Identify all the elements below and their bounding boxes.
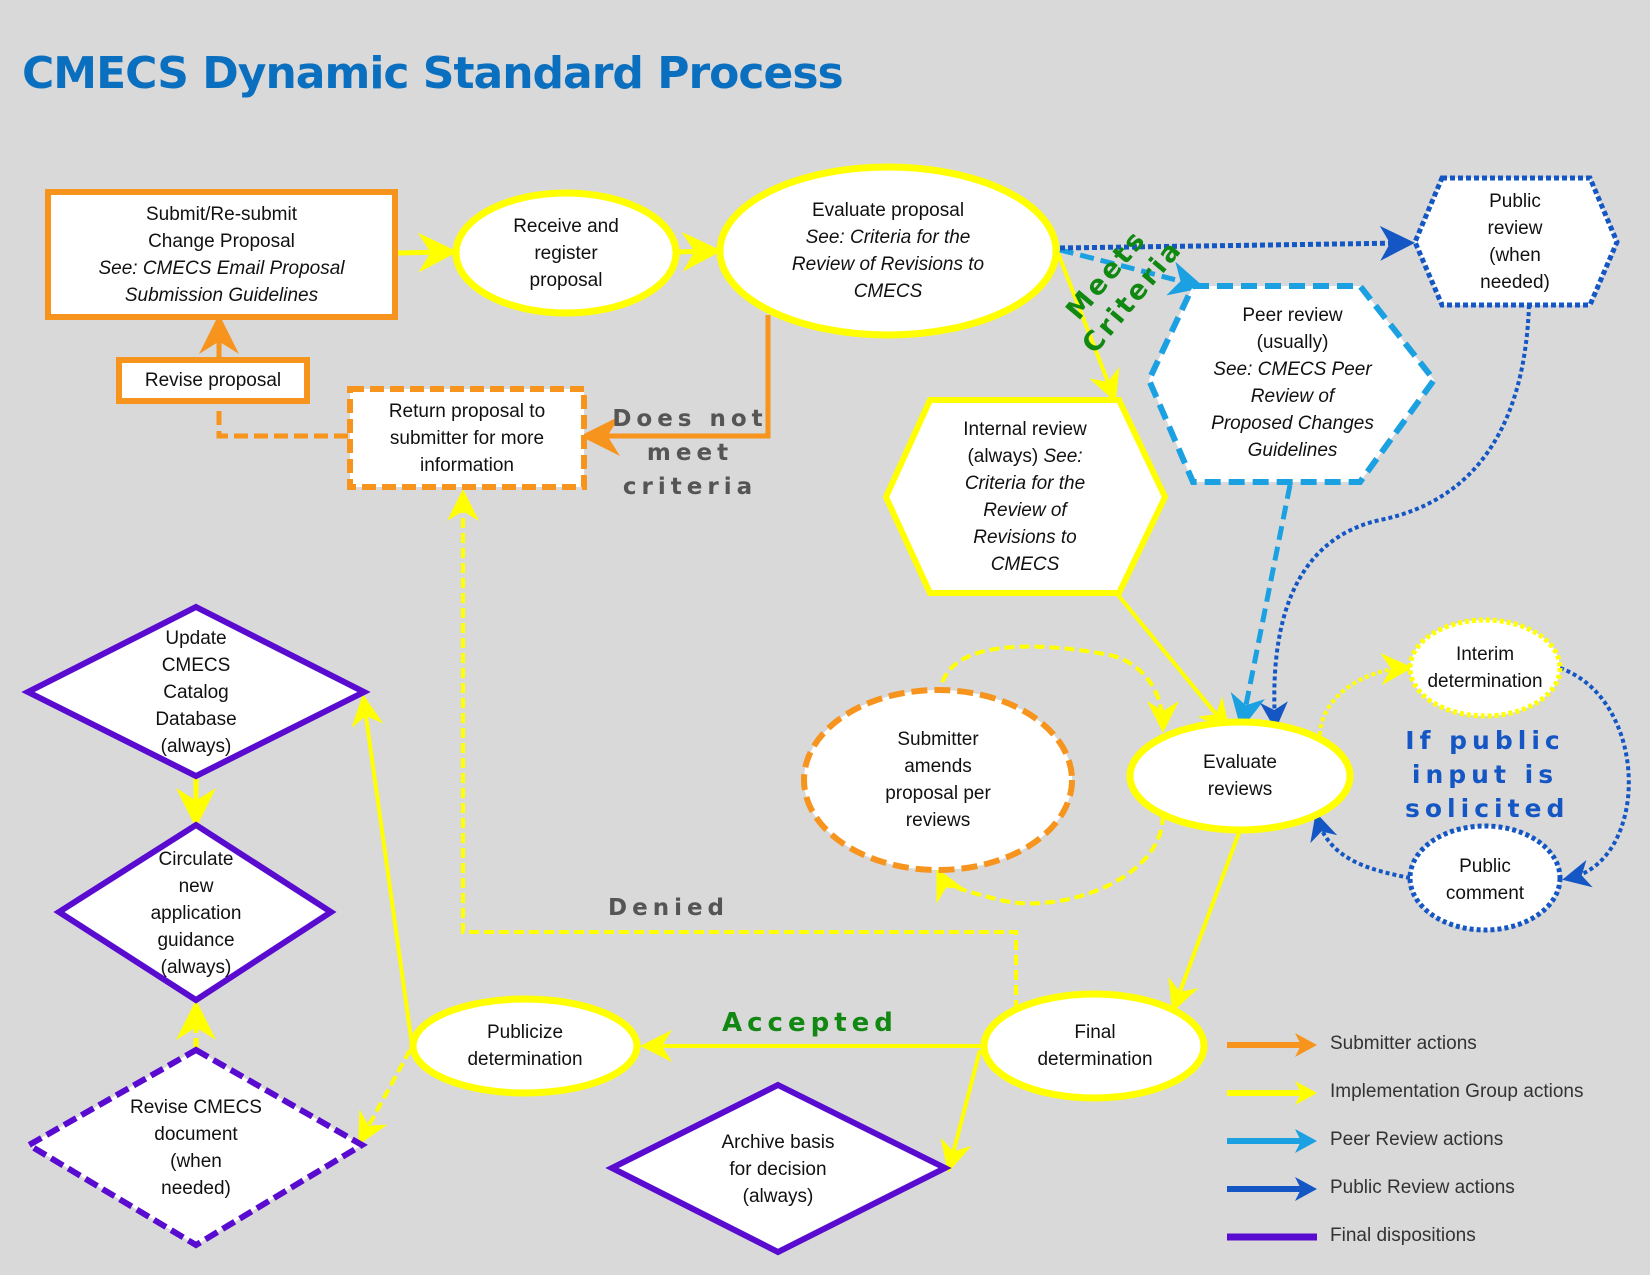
edge-to-peer-review (1059, 247, 1205, 296)
node-public-comment-shape (1407, 823, 1563, 933)
label-if-public-input: If public input is solicited (1405, 726, 1570, 823)
node-return-shape (347, 386, 587, 490)
node-submit-shape (45, 189, 398, 320)
node-return-proposal[interactable]: Return proposal to submitter for more in… (388, 400, 546, 476)
label-accepted: Accepted (722, 1008, 898, 1038)
page-title: CMECS Dynamic Standard Process (22, 48, 844, 99)
node-interim-determination[interactable]: Interim determination (1427, 644, 1543, 692)
dark-blue-arrow-icon (1227, 1177, 1317, 1201)
node-circulate-shape (53, 821, 337, 1004)
edge-does-not-meet (580, 315, 771, 456)
node-public-review-shape (1412, 175, 1620, 308)
edge-peer-to-eval-reviews (1230, 484, 1293, 730)
node-internal-review[interactable]: Internal review (always) See: Criteria f… (963, 419, 1087, 575)
node-publicize-shape (409, 995, 641, 1097)
legend-item-peer-review: Peer Review actions (1225, 1126, 1645, 1156)
edge-eval-to-amends (938, 644, 1179, 733)
edge-return-to-revise (216, 405, 348, 439)
edge-eval-to-interim (1318, 653, 1413, 736)
node-public-comment[interactable]: Public comment (1445, 856, 1525, 904)
edge-to-public-review (1059, 225, 1415, 261)
node-final-determination[interactable]: Final determination (1037, 1022, 1153, 1070)
edge-public-comment-to-eval (1310, 812, 1411, 880)
edge-publicize-to-update (351, 694, 414, 1046)
edges (176, 225, 1631, 1173)
purple-line-icon (1227, 1233, 1317, 1241)
edge-eval-reviews-to-final (1168, 829, 1242, 1013)
legend-item-implementation: Implementation Group actions (1225, 1078, 1645, 1108)
edge-interim-to-public-comment (1559, 666, 1631, 888)
node-update-catalog[interactable]: Update CMECS Catalog Database (always) (155, 627, 237, 757)
node-revise-shape (116, 357, 310, 404)
label-denied: Denied (608, 895, 730, 921)
node-revise-cmecs-doc[interactable]: Revise CMECS document (when needed) (130, 1097, 262, 1199)
node-submit[interactable]: Submit/Re-submit Change Proposal See: CM… (98, 203, 345, 306)
node-peer-review-shape (1145, 283, 1438, 485)
node-submitter-amends-shape (801, 687, 1075, 873)
node-receive-shape (452, 189, 680, 317)
node-peer-review[interactable]: Peer review (usually) See: CMECS Peer Re… (1211, 305, 1374, 461)
node-update-catalog-shape (21, 603, 371, 780)
legend-item-public-review: Public Review actions (1225, 1174, 1645, 1204)
node-revise-doc-shape (23, 1046, 368, 1249)
node-public-review[interactable]: Public review (when needed) (1480, 191, 1550, 293)
edge-meets-criteria-internal (1056, 252, 1120, 403)
legend-item-final-dispositions: Final dispositions (1225, 1222, 1645, 1252)
node-archive-shape (605, 1081, 952, 1256)
node-archive-basis[interactable]: Archive basis for decision (always) (721, 1131, 835, 1207)
legend-item-submitter: Submitter actions (1225, 1030, 1645, 1060)
node-publicize-determination[interactable]: Publicize determination (467, 1022, 583, 1070)
node-interim-shape (1407, 617, 1563, 719)
edge-public-to-eval-reviews (1259, 304, 1531, 730)
edge-publicize-to-revise-doc (358, 1049, 412, 1146)
light-blue-arrow-icon (1227, 1129, 1317, 1153)
edge-denied (447, 489, 1018, 1010)
label-does-not-meet-criteria: Does not meet criteria (612, 406, 768, 500)
node-revise-proposal[interactable]: Revise proposal (144, 370, 282, 391)
node-internal-review-shape (882, 397, 1169, 596)
edge-amends-to-eval (936, 814, 1165, 906)
edge-internal-to-eval-reviews (1116, 593, 1231, 732)
edge-final-to-archive (940, 1049, 982, 1173)
node-receive-register[interactable]: Receive and register proposal (513, 215, 619, 291)
yellow-arrow-icon (1227, 1081, 1317, 1105)
node-evaluate-reviews-shape (1126, 718, 1354, 834)
node-evaluate-reviews[interactable]: Evaluate reviews (1203, 752, 1277, 800)
node-circulate-guidance[interactable]: Circulate new application guidance (alwa… (150, 848, 242, 978)
orange-arrow-icon (1227, 1033, 1317, 1057)
edge-submit-to-receive (394, 232, 458, 273)
node-submitter-amends[interactable]: Submitter amends proposal per reviews (885, 729, 991, 831)
node-evaluate-proposal-shape (716, 163, 1060, 339)
node-final-determination-shape (980, 990, 1208, 1102)
node-evaluate-proposal[interactable]: Evaluate proposal See: Criteria for the … (791, 200, 985, 302)
edge-receive-to-evaluate (674, 231, 722, 272)
